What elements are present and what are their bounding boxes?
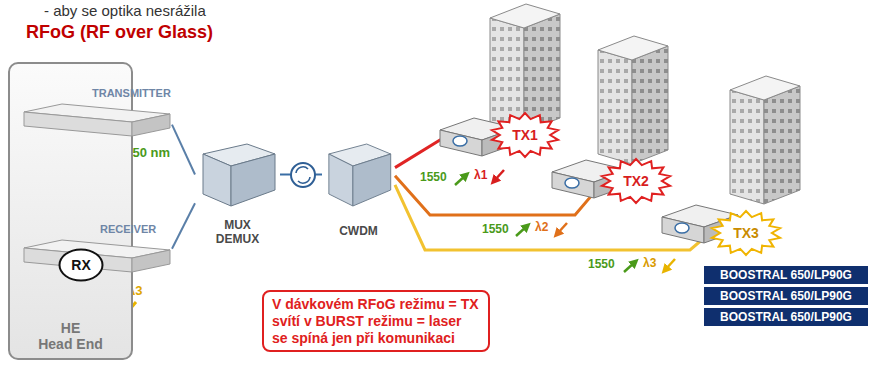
node-text: TRANSMITTER	[92, 87, 171, 99]
node-text: TX2	[623, 173, 649, 189]
direction-arrow	[557, 223, 567, 234]
note-text: - aby se optika nesrážila	[44, 2, 206, 19]
diagram-title: RFoG (RF over Glass)	[26, 22, 213, 43]
callout-note: V dávkovém RFoG režimu = TX svítí v BURS…	[262, 290, 490, 352]
fiber-connector	[172, 125, 195, 175]
node-text: MUX DEMUX	[216, 218, 259, 246]
building	[598, 36, 668, 164]
node-text: V dávkovém RFoG režimu = TX svítí v BURS…	[272, 296, 480, 346]
text-holder: MUX DEMUX	[195, 218, 280, 246]
text-holder: BOOSTRAL 650/LP90G	[710, 289, 862, 303]
transmitter-device: TRANSMITTER	[22, 84, 172, 142]
node-text: RECEIVER	[100, 223, 156, 235]
text-holder: RX	[58, 248, 104, 282]
receiver-device: RECEIVER RX	[22, 220, 172, 284]
node-text: CWDM	[322, 224, 395, 238]
head-end-box: HEHead EndTRANSMITTERRECEIVERRX	[8, 62, 133, 360]
rx-port: RX	[58, 248, 104, 282]
wavelength-label: 1550	[420, 170, 447, 184]
fiber-connector	[172, 203, 195, 249]
tx-starburst: TX3	[710, 210, 782, 256]
direction-arrow	[494, 170, 504, 181]
text-holder: BOOSTRAL 650/LP90G	[710, 268, 862, 282]
product-tag: BOOSTRAL 650/LP90G	[704, 308, 868, 326]
wavelength-label: λ2	[535, 220, 548, 234]
tx-starburst: TX1	[490, 112, 560, 158]
node-text: BOOSTRAL 650/LP90G	[710, 310, 862, 324]
mux-demux: MUX DEMUX	[195, 140, 280, 255]
direction-arrow	[624, 262, 635, 272]
node-text: BOOSTRAL 650/LP90G	[710, 268, 862, 282]
node-text: RX	[71, 257, 90, 273]
text-holder: TRANSMITTER	[92, 87, 171, 99]
text-holder: CWDM	[322, 224, 395, 238]
node-text: TX3	[733, 225, 759, 241]
wavelength-label: 1550	[482, 222, 509, 236]
text-holder: TX1	[490, 112, 560, 158]
node-text: HE	[10, 320, 131, 336]
product-tag: BOOSTRAL 650/LP90G	[704, 266, 868, 284]
text-holder: TX3	[710, 210, 782, 256]
text-holder: BOOSTRAL 650/LP90G	[710, 310, 862, 324]
node-text: BOOSTRAL 650/LP90G	[710, 289, 862, 303]
wavelength-label: λ3	[643, 256, 656, 270]
fiber-coil-symbol	[291, 163, 315, 187]
text-holder: V dávkovém RFoG režimu = TX svítí v BURS…	[272, 296, 480, 346]
wavelength-label: 1550	[588, 257, 615, 271]
building	[730, 76, 800, 204]
node-text: Head End	[10, 336, 131, 352]
text-holder: HEHead End	[10, 320, 131, 352]
node-text: TX1	[512, 127, 538, 143]
direction-arrow	[516, 226, 527, 236]
direction-arrow	[455, 175, 466, 185]
product-tag: BOOSTRAL 650/LP90G	[704, 287, 868, 305]
direction-arrow	[665, 259, 675, 270]
text-holder: TX2	[600, 158, 672, 204]
text-holder: RECEIVER	[100, 223, 156, 235]
wavelength-label: λ1	[474, 168, 487, 182]
tx-starburst: TX2	[600, 158, 672, 204]
cwdm-filter: CWDM	[322, 140, 395, 255]
